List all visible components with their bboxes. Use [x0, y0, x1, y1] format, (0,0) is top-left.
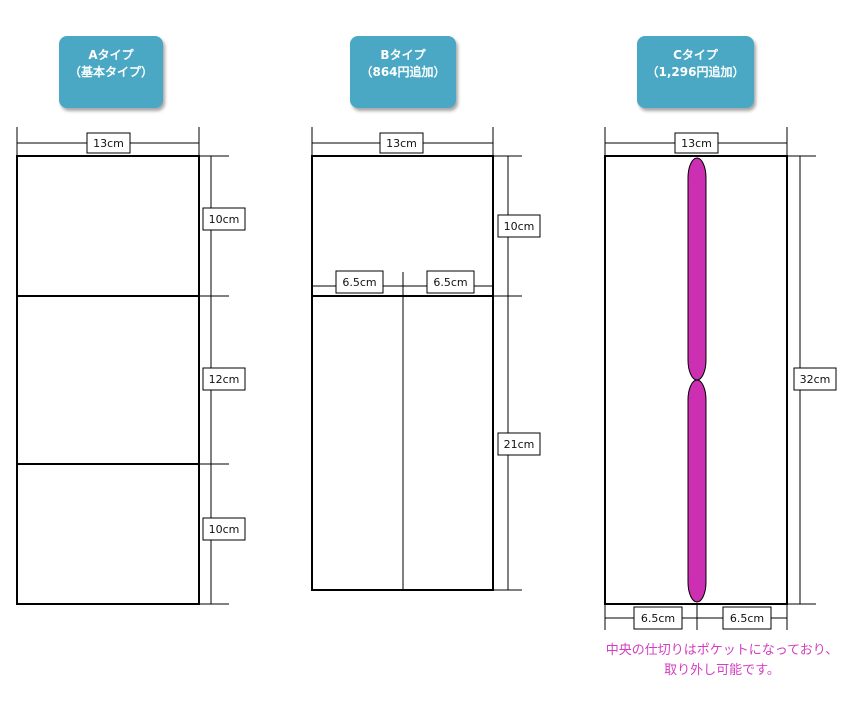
type-b-width-label: 13cm [386, 137, 417, 150]
type-a-dim-3: 10cm [209, 523, 240, 536]
type-b-title: Bタイプ [380, 48, 426, 62]
type-c-note-line1: 中央の仕切りはポケットになっており、 [605, 643, 839, 658]
type-a-dim-2: 12cm [209, 373, 240, 386]
type-b-subtitle: （864円追加） [360, 65, 446, 79]
type-a-title: Aタイプ [88, 48, 134, 62]
type-b-half-left: 6.5cm [342, 276, 376, 289]
type-c-subtitle: （1,296円追加） [646, 65, 745, 79]
type-b-badge: Bタイプ （864円追加） [350, 36, 456, 108]
type-a-subtitle: （基本タイプ） [68, 65, 153, 79]
type-a-dim-1: 10cm [209, 213, 240, 226]
type-a-box [16, 155, 200, 605]
type-c-diagram: 13cm 32cm 6.5cm 6.5cm [604, 127, 837, 630]
type-c-box [604, 155, 788, 605]
pocket-divider-lower [687, 379, 707, 603]
type-a-badge: Aタイプ （基本タイプ） [59, 36, 163, 108]
type-c-badge: Cタイプ （1,296円追加） [637, 36, 754, 108]
type-a-diagram: 13cm 10cm 12cm 10cm [16, 127, 246, 605]
type-c-height-label: 32cm [800, 373, 831, 386]
type-b-half-right: 6.5cm [433, 276, 467, 289]
type-b-dim-2: 21cm [504, 438, 535, 451]
type-c-bottom-left: 6.5cm [641, 612, 675, 625]
type-c-note: 中央の仕切りはポケットになっており、 取り外し可能です。 [584, 641, 860, 681]
pocket-divider-upper [687, 157, 707, 381]
type-c-width-label: 13cm [681, 137, 712, 150]
type-b-diagram: 13cm 6.5cm 6.5cm 10cm 21cm [311, 127, 541, 591]
type-b-dim-1: 10cm [504, 220, 535, 233]
type-c-title: Cタイプ [673, 48, 718, 62]
type-a-width-label: 13cm [93, 137, 124, 150]
type-c-note-line2: 取り外し可能です。 [664, 663, 780, 678]
type-c-bottom-right: 6.5cm [730, 612, 764, 625]
